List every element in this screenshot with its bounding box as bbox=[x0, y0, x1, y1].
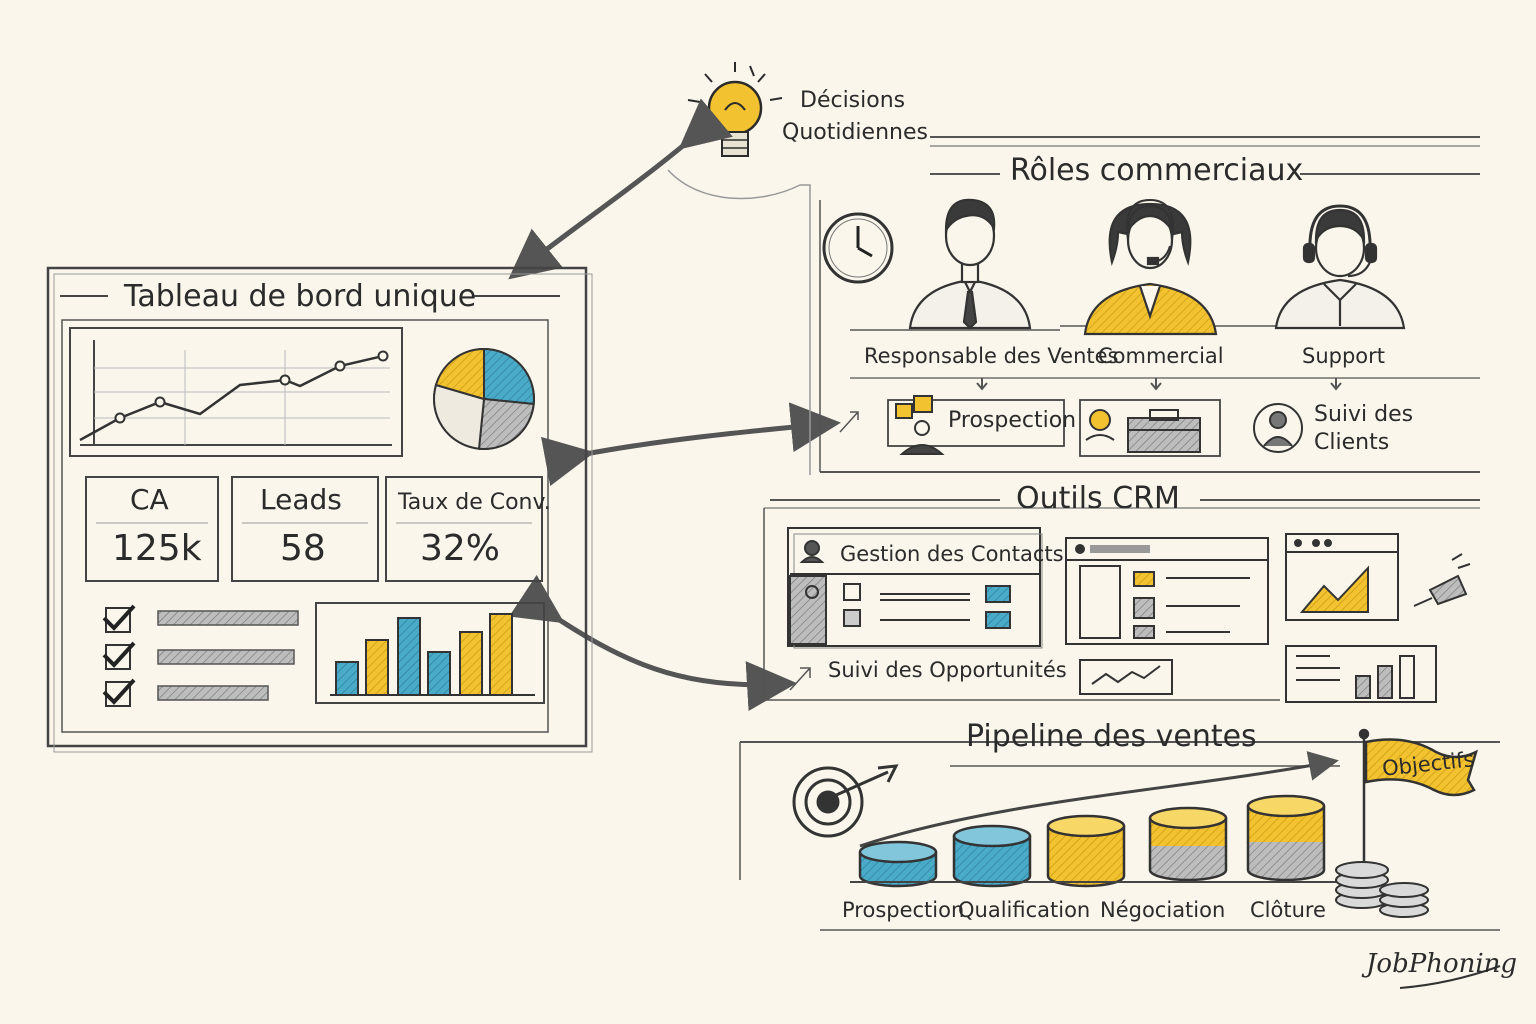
dashboard-checklist bbox=[102, 604, 299, 707]
pipeline-title: Pipeline des ventes bbox=[966, 719, 1257, 754]
flag-icon bbox=[1358, 728, 1478, 868]
support-person-icon bbox=[1253, 403, 1303, 453]
pipeline-stage-qualification: Qualification bbox=[958, 898, 1091, 922]
crm-frame bbox=[763, 499, 1480, 701]
role-label-support: Support bbox=[1302, 344, 1386, 368]
kpi-leads-value: 58 bbox=[280, 528, 326, 569]
arrow-small-2 bbox=[789, 667, 811, 691]
crm-chart-panel bbox=[1285, 533, 1399, 621]
support-agent-avatar bbox=[1274, 204, 1406, 330]
kpi-boxes bbox=[85, 476, 543, 582]
mini-trend-box bbox=[1079, 659, 1173, 695]
connector-line bbox=[667, 169, 811, 475]
decisions-label-line2: Quotidiennes bbox=[782, 120, 928, 145]
check-icon bbox=[102, 604, 136, 705]
pipeline-cylinders bbox=[858, 794, 1326, 888]
crm-contacts-label: Gestion des Contacts bbox=[840, 542, 1064, 566]
briefcase-icon bbox=[1085, 409, 1201, 453]
commercial-box bbox=[1079, 399, 1221, 457]
activity-prospection: Prospection bbox=[948, 408, 1077, 433]
sales-rep-avatar bbox=[1083, 198, 1218, 336]
dashboard-pie-chart bbox=[433, 347, 535, 450]
clock-icon bbox=[822, 212, 894, 284]
kpi-conversion-label: Taux de Conv. bbox=[398, 490, 551, 515]
pipeline-stage-prospection: Prospection bbox=[842, 898, 965, 922]
activity-client-followup: Suivi des bbox=[1314, 402, 1414, 427]
crm-report-panel bbox=[1285, 645, 1437, 703]
dashboard-line-chart bbox=[69, 327, 403, 457]
opportunities-panel bbox=[1065, 537, 1269, 645]
role-label-commercial: Commercial bbox=[1098, 344, 1224, 368]
arrow-dashboard-roles bbox=[540, 402, 841, 487]
roles-title: Rôles commerciaux bbox=[1010, 153, 1304, 188]
crm-title: Outils CRM bbox=[1016, 481, 1180, 516]
arrow-decisions-dashboard bbox=[508, 98, 733, 280]
kpi-conversion-value: 32% bbox=[420, 528, 501, 569]
pipeline-stage-cloture: Clôture bbox=[1250, 898, 1326, 922]
pipeline-growth-arrow bbox=[859, 751, 1339, 848]
role-down-arrows bbox=[976, 378, 1342, 391]
kpi-ca-value: 125k bbox=[112, 528, 202, 569]
arrow-dashboard-crm bbox=[509, 574, 797, 712]
brand-underline bbox=[1399, 965, 1501, 989]
kpi-ca-label: CA bbox=[130, 483, 169, 516]
dashboard-title: Tableau de bord unique bbox=[124, 279, 477, 314]
decisions-label: Décisions bbox=[800, 88, 906, 113]
brand-logo: JobPhoning bbox=[1366, 949, 1518, 979]
dashboard-bar-chart bbox=[315, 602, 545, 704]
megaphone-icon bbox=[1413, 553, 1471, 607]
role-label-manager: Responsable des Ventes bbox=[864, 344, 1119, 368]
arrow-small bbox=[839, 411, 859, 433]
prospection-box bbox=[887, 395, 1065, 455]
crm-opportunities-label: Suivi des Opportunités bbox=[828, 658, 1067, 682]
chat-person-icon bbox=[895, 395, 945, 455]
target-icon bbox=[792, 764, 899, 838]
dashboard-frame bbox=[46, 266, 593, 753]
coins-icon bbox=[1335, 861, 1429, 918]
activity-client-followup-line2: Clients bbox=[1314, 430, 1390, 455]
contacts-panel bbox=[787, 527, 1043, 649]
pipeline-stage-negociation: Négociation bbox=[1100, 898, 1226, 922]
sales-manager-avatar bbox=[908, 198, 1032, 330]
lightbulb-icon bbox=[687, 62, 783, 157]
kpi-leads-label: Leads bbox=[260, 483, 342, 516]
